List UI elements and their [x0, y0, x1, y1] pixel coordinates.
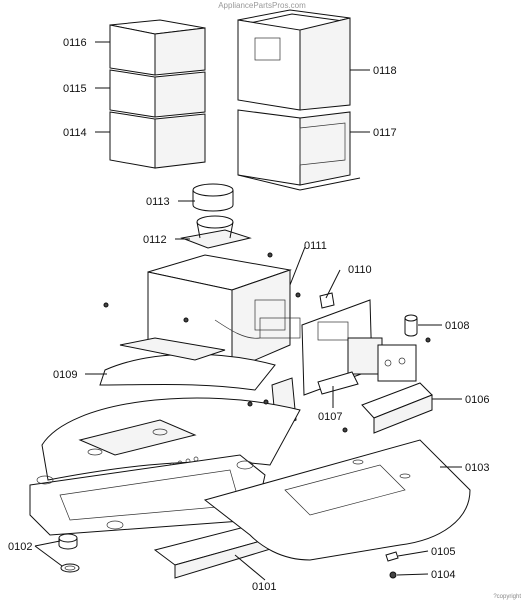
label-0115: 0115 [63, 83, 87, 95]
label-0114: 0114 [63, 127, 87, 139]
label-0102: 0102 [8, 541, 32, 553]
label-0112: 0112 [143, 234, 167, 246]
label-0107: 0107 [318, 411, 342, 423]
label-0116: 0116 [63, 37, 87, 49]
label-0103: 0103 [465, 462, 489, 474]
adapter-plate [180, 215, 252, 249]
label-0106: 0106 [465, 394, 489, 406]
side-bracket [361, 382, 433, 434]
label-0104: 0104 [431, 569, 455, 581]
hood-canopy [99, 337, 276, 391]
label-0117: 0117 [373, 127, 397, 139]
label-0109: 0109 [53, 369, 77, 381]
chimney-frame [237, 9, 361, 191]
screw-parts [385, 551, 399, 579]
control-board-assembly [301, 299, 417, 396]
label-0105: 0105 [431, 546, 455, 558]
label-0110: 0110 [348, 264, 372, 276]
base-plate [203, 439, 471, 561]
label-0101: 0101 [252, 581, 276, 593]
label-0113: 0113 [146, 196, 170, 208]
chimney-cover-stack [109, 19, 206, 169]
knob-part [404, 314, 418, 337]
label-0111: 0111 [304, 240, 327, 252]
corner-note: ?copyright [493, 594, 521, 600]
foot-parts [58, 533, 80, 573]
label-0108: 0108 [445, 320, 469, 332]
scattered-screws [103, 252, 431, 433]
label-0118: 0118 [373, 65, 397, 77]
leader-lines [34, 41, 462, 581]
part-labels: 0116 0115 0114 0118 0117 0113 0112 0111 … [8, 37, 489, 593]
exhaust-collar [192, 183, 234, 212]
watermark-text: AppliancePartsPros.com [218, 1, 306, 10]
